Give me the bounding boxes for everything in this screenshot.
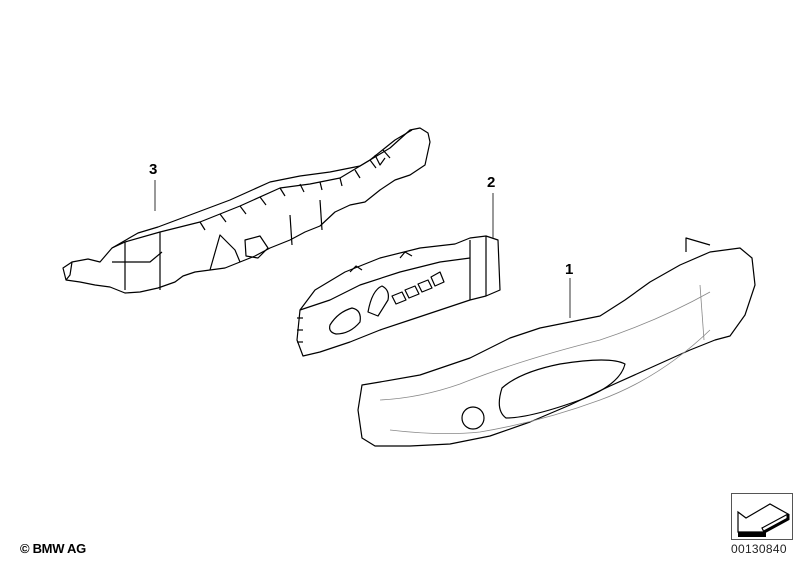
callout-1[interactable]: 1 — [565, 261, 574, 278]
copyright-text: © BMW AG — [20, 541, 86, 556]
callout-2[interactable]: 2 — [487, 174, 496, 191]
part-2-switch-unit[interactable] — [296, 235, 501, 357]
part-1-side-trim[interactable] — [357, 237, 756, 447]
leader-lines — [154, 180, 571, 318]
callout-3[interactable]: 3 — [149, 161, 158, 178]
direction-arrow-icon — [737, 503, 790, 537]
diagram-number: 00130840 — [731, 542, 787, 556]
part-3-rail-bracket[interactable] — [62, 127, 431, 294]
orientation-box — [731, 493, 793, 540]
